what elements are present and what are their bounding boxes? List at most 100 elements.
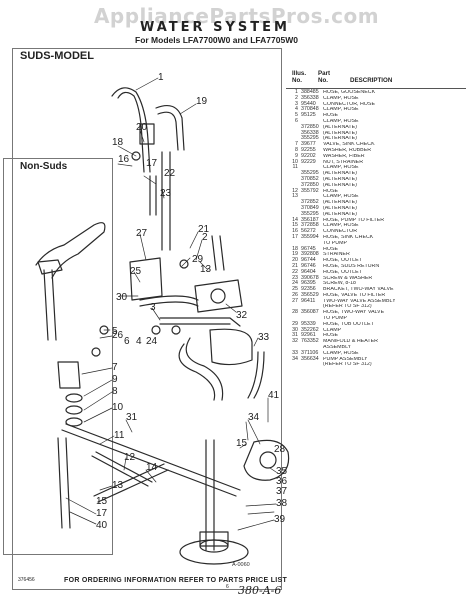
description-cell: (ALTERNATE) bbox=[323, 130, 357, 136]
callout-23: 23 bbox=[160, 188, 172, 199]
handwritten-note: 380-A-6 bbox=[238, 584, 282, 597]
page-number: 6 bbox=[226, 584, 229, 590]
part-no-cell: 356634 bbox=[301, 355, 319, 362]
part-no-cell: 92229 bbox=[301, 158, 316, 165]
hose-12 bbox=[91, 451, 153, 487]
part-no-cell: 96404 bbox=[301, 268, 316, 275]
description-cell: HOSE, TWO-WAY VALVE bbox=[323, 310, 385, 316]
return-hose bbox=[149, 175, 157, 216]
strainer bbox=[139, 123, 155, 145]
description-cell: CONNECTOR bbox=[323, 229, 358, 235]
callout-3: 3 bbox=[150, 302, 156, 313]
gooseneck-hose bbox=[111, 87, 151, 173]
table-row: 6 CLAMP, HOSE bbox=[286, 117, 470, 125]
illus-no-cell: 7 bbox=[295, 141, 298, 148]
suds-model-label: SUDS-MODEL bbox=[20, 50, 94, 62]
callout-7: 7 bbox=[112, 362, 118, 373]
callout-12: 12 bbox=[124, 452, 136, 463]
illus-no-cell: 19 bbox=[292, 251, 298, 258]
part-no-cell: 355295 bbox=[301, 210, 319, 217]
part-no-cell: 372850 bbox=[301, 181, 319, 188]
watermark: AppliancePartsPros.com bbox=[93, 4, 380, 28]
suds-model-frame bbox=[12, 48, 282, 590]
description-cell: (ALTERNATE) bbox=[323, 200, 357, 206]
vertical-hose-left bbox=[57, 437, 71, 529]
part-no-cell: 370852 bbox=[301, 175, 319, 182]
valve-bracket bbox=[129, 257, 163, 301]
table-header-rule bbox=[286, 88, 466, 89]
callout-31: 31 bbox=[126, 412, 138, 423]
part-no-cell: 56272 bbox=[301, 228, 316, 235]
description-cell: CLAMP, HOSE bbox=[323, 118, 359, 124]
part-no-cell: 356187 bbox=[301, 216, 319, 223]
description-cell: (ALTERNATE) bbox=[323, 211, 357, 217]
illus-no-cell: 34 bbox=[292, 355, 298, 362]
callout-17: 17 bbox=[146, 158, 158, 169]
description-cell: SCREW, 8-18 bbox=[323, 281, 356, 287]
callout-39: 39 bbox=[274, 514, 286, 525]
illus-no-cell: 6 bbox=[295, 117, 298, 124]
hose-31 bbox=[178, 337, 224, 401]
table-row: 372850 (ALTERNATE) bbox=[286, 181, 470, 189]
illus-no-cell: 32 bbox=[292, 338, 298, 345]
page-title: WATER SYSTEM bbox=[140, 20, 290, 35]
footer-code: 376456 bbox=[18, 577, 35, 583]
description-cell: CLAMP, HOSE bbox=[323, 165, 359, 171]
description-cell: STRAINER bbox=[323, 252, 350, 258]
callout-14: 14 bbox=[146, 462, 158, 473]
outlet-hose-vertical bbox=[161, 151, 171, 251]
callout-8: 8 bbox=[112, 386, 118, 397]
part-no-cell: 356529 bbox=[301, 291, 319, 298]
hose-33 bbox=[247, 351, 265, 399]
pump-assembly bbox=[243, 439, 290, 481]
callout-37: 37 bbox=[276, 486, 288, 497]
table-row: 372850(ALTERNATE) bbox=[286, 124, 470, 131]
part-no-cell: 763352 bbox=[301, 338, 319, 345]
part-no-cell: 92202 bbox=[301, 152, 316, 159]
description-cell: CLAMP, HOSE bbox=[323, 194, 359, 200]
description-cell: TO PUMP bbox=[323, 316, 348, 322]
illus-no-cell: 17 bbox=[292, 233, 298, 240]
description-cell: HOSE bbox=[323, 246, 339, 252]
description-cell: (ALTERNATE) bbox=[323, 205, 357, 211]
description-cell: HOSE, GOOSENECK bbox=[323, 90, 376, 95]
description-cell: CLAMP, HOSE bbox=[323, 350, 359, 356]
callout-1: 1 bbox=[158, 72, 164, 83]
part-no-cell: 96745 bbox=[301, 245, 316, 252]
table-row: 11 CLAMP, HOSE bbox=[286, 165, 470, 171]
header-illus-2: No. bbox=[292, 77, 302, 84]
part-no-cell: 355792 bbox=[301, 187, 319, 194]
part-no-cell: 355295 bbox=[301, 170, 319, 177]
callout-20: 20 bbox=[136, 122, 148, 133]
description-cell: (REFER TO SF 312) bbox=[323, 362, 372, 368]
part-no-cell: 39677 bbox=[301, 141, 316, 148]
part-no-cell: 356338 bbox=[301, 94, 319, 101]
part-no-cell: 95125 bbox=[301, 112, 316, 119]
part-no-cell: 92255 bbox=[301, 146, 316, 153]
illus-no-cell: 10 bbox=[292, 158, 298, 165]
part-no-cell: 96411 bbox=[301, 297, 316, 304]
illus-no-cell: 4 bbox=[295, 106, 298, 113]
part-no-cell: 390678 bbox=[301, 274, 319, 281]
part-no-cell: 372852 bbox=[301, 199, 319, 206]
description-cell: (ALTERNATE) bbox=[323, 182, 357, 188]
part-no-cell: 355994 bbox=[301, 233, 319, 240]
callout-17b: 17 bbox=[96, 508, 108, 519]
illus-no-cell: 31 bbox=[292, 332, 298, 339]
callout-38: 38 bbox=[276, 498, 288, 509]
callout-22: 22 bbox=[164, 168, 176, 179]
illus-no-cell: 11 bbox=[292, 164, 299, 171]
description-cell: VALVE, SINK CHECK bbox=[323, 142, 375, 148]
table-row: TO PUMP bbox=[286, 241, 470, 247]
strainer-hose bbox=[155, 105, 185, 151]
callout-34: 34 bbox=[248, 412, 260, 423]
